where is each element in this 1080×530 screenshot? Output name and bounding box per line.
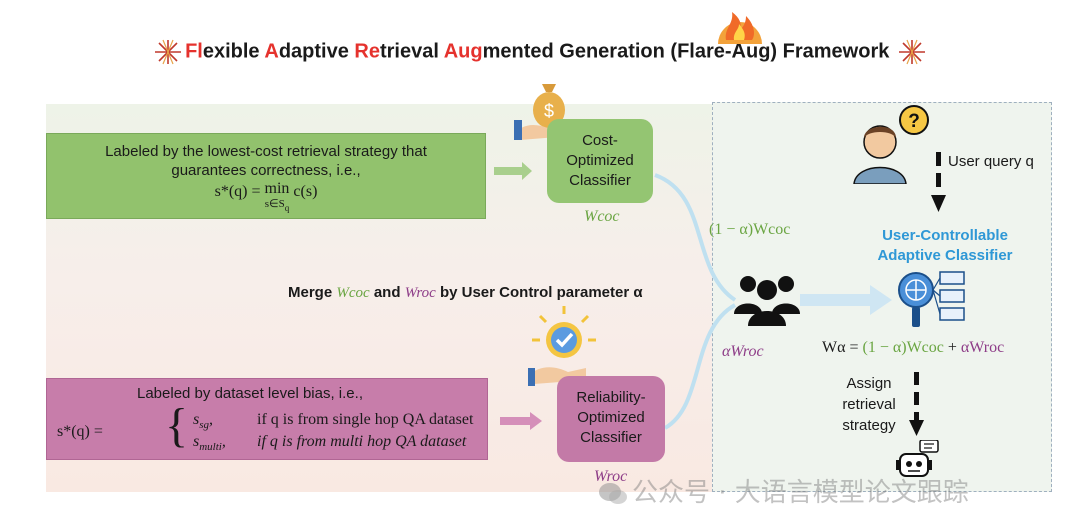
cost-optimized-classifier: Cost- Optimized Classifier	[547, 119, 653, 203]
reliability-optimized-classifier: Reliability- Optimized Classifier	[557, 376, 665, 462]
eq-lhs: Wα =	[822, 339, 863, 356]
w-alpha-equation: Wα = (1 − α)Wcoc + αWroc	[822, 339, 1004, 357]
user-query-label: User query q	[948, 153, 1034, 170]
case1-sub: sg	[199, 419, 210, 432]
title-part: mented Generation (Flare-Aug) Framework	[482, 40, 890, 63]
merge-w-coc: Wcoc	[336, 285, 370, 301]
w-roc-label: Wroc	[594, 468, 628, 485]
formula-rhs: c(s)	[289, 183, 318, 200]
ucac-line1: User-Controllable	[882, 227, 1008, 244]
ucac-line2: Adaptive Classifier	[877, 247, 1013, 264]
cost-label-line2: guarantees correctness, i.e.,	[171, 162, 361, 179]
rel-lhs: s*(q) =	[57, 423, 103, 440]
title-part: trieval	[379, 40, 444, 63]
title-part: exible	[202, 40, 265, 63]
case2-sub: multi	[199, 441, 222, 454]
arrow-to-cost-classifier	[494, 162, 532, 180]
roc-line1: Reliability-	[576, 389, 646, 406]
coc-line2: Optimized	[566, 152, 634, 169]
assign-arrow	[909, 372, 924, 436]
rel-case2-cond: if q is from multi hop QA dataset	[257, 433, 467, 450]
roc-line3: Classifier	[580, 429, 642, 446]
title-part: A	[264, 40, 279, 63]
formula-min: min	[264, 180, 290, 197]
watermark: 公众号 · 大语言模型论文跟踪	[598, 472, 969, 509]
assign-line3: strategy	[842, 417, 896, 434]
rel-case2: smulti,	[193, 433, 226, 454]
w-coc-label: Wcoc	[584, 208, 620, 225]
eq-purple-term: αWroc	[960, 339, 1005, 356]
rel-case1: ssg,	[193, 411, 214, 432]
cost-label-line1: Labeled by the lowest-cost retrieval str…	[105, 143, 427, 160]
merge-mid: and	[369, 284, 405, 301]
title-part: Aug	[443, 40, 483, 63]
merge-suffix: by User Control parameter α	[435, 284, 643, 301]
title-part: Fl	[185, 40, 203, 63]
user-group-icon	[734, 276, 800, 326]
case2-s: s	[193, 433, 200, 450]
user-query-arrow	[931, 152, 946, 212]
merge-w-roc: Wroc	[404, 285, 436, 301]
assign-strategy-label: Assign retrieval strategy	[834, 373, 904, 436]
merge-caption: Merge Wcoc and Wroc by User Control para…	[288, 284, 643, 302]
svg-text:$: $	[544, 101, 554, 121]
curve-from-cost	[654, 173, 737, 302]
eq-green-term: (1 − α)Wcoc	[862, 339, 944, 356]
svg-text:?: ?	[908, 111, 920, 132]
arrow-to-reliability-classifier	[500, 412, 542, 430]
adaptive-classifier-icon	[898, 271, 965, 327]
eq-plus: +	[943, 339, 961, 356]
ucac-title: User-Controllable Adaptive Classifier	[860, 226, 1030, 266]
merge-prefix: Merge	[288, 284, 337, 301]
coc-line1: Cost-	[582, 132, 618, 149]
case1-s: s	[193, 411, 200, 428]
title-part: daptive	[278, 40, 355, 63]
sparkle-icon	[155, 39, 182, 65]
formula-lhs: s*(q) =	[214, 183, 265, 200]
check-badge-icon	[528, 306, 596, 386]
rel-label-line1: Labeled by dataset level bias, i.e.,	[137, 385, 363, 402]
sparkle-icon	[898, 39, 925, 65]
rel-case1-cond: if q is from single hop QA dataset	[257, 411, 474, 428]
assign-line2: retrieval	[842, 396, 896, 413]
title-part: Re	[354, 40, 380, 63]
coc-line3: Classifier	[569, 172, 631, 189]
flame-icon	[718, 12, 762, 44]
diagram-title: Flexible Adaptive Retrieval Augmented Ge…	[0, 38, 1080, 66]
formula-subsub: q	[284, 203, 290, 214]
roc-line2: Optimized	[577, 409, 645, 426]
wechat-icon	[598, 482, 628, 506]
formula-sub: s∈S	[264, 198, 285, 210]
rel-brace: {	[165, 399, 189, 452]
assign-line1: Assign	[846, 375, 892, 392]
user-question-icon: ?	[853, 105, 929, 184]
robot-icon	[896, 440, 939, 477]
arrow-to-ucac	[800, 285, 892, 315]
watermark-text: 公众号 · 大语言模型论文跟踪	[632, 478, 969, 508]
one-minus-alpha-label: (1 − α)Wcoc	[709, 221, 791, 238]
curve-from-reliability	[663, 303, 737, 430]
reliability-label-box: Labeled by dataset level bias, i.e., s*(…	[46, 378, 488, 460]
alpha-roc-label: αWroc	[722, 343, 764, 360]
cost-label-box: Labeled by the lowest-cost retrieval str…	[46, 133, 486, 219]
